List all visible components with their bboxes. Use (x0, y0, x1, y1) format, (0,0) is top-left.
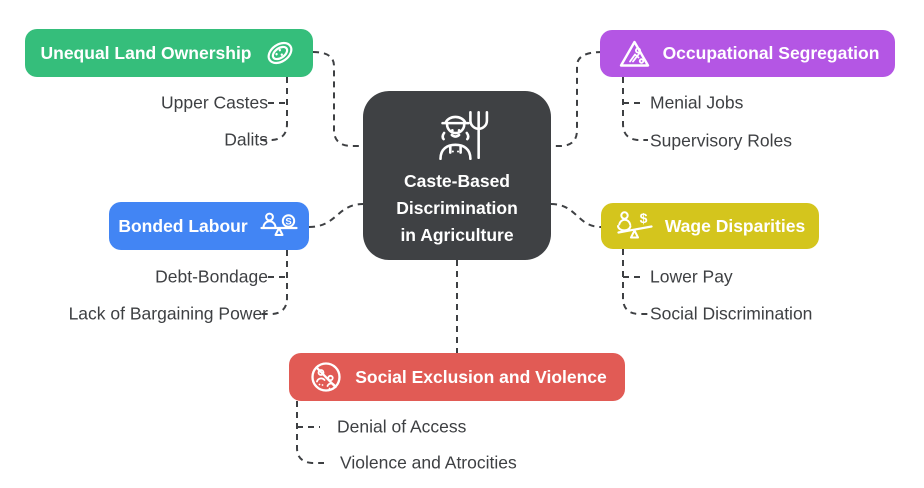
subnode-denial-of-access[interactable]: Denial of Access (337, 416, 467, 437)
connector-occupational-trunk (622, 77, 648, 141)
subnode-debt-bondage[interactable]: Debt-Bondage (155, 266, 268, 287)
subnode-upper-castes[interactable]: Upper Castes (161, 92, 268, 113)
node-occupational-segregation[interactable]: Occupational Segregation (600, 30, 895, 77)
node-label: Social Exclusion and Violence (355, 366, 607, 387)
connector-center-to-occupational (551, 51, 603, 147)
connector-social-exclusion-trunk (296, 401, 324, 464)
connector-wage-trunk (622, 249, 648, 315)
node-unequal-land-ownership[interactable]: Unequal Land Ownership (25, 29, 313, 77)
node-social-exclusion-violence[interactable]: Social Exclusion and Violence (289, 353, 625, 401)
node-label: Unequal Land Ownership (40, 42, 252, 63)
subnode-lack-of-bargaining-power[interactable]: Lack of Bargaining Power (68, 303, 268, 324)
subnode-menial-jobs[interactable]: Menial Jobs (650, 92, 744, 113)
node-caste-discrimination-center[interactable]: Caste-Based Discrimination in Agricultur… (363, 91, 551, 260)
wage-scale-icon: $ (616, 210, 653, 239)
node-label: Occupational Segregation (662, 43, 880, 63)
subnode-violence-and-atrocities[interactable]: Violence and Atrocities (340, 452, 517, 473)
center-node-title: Caste-Based Discrimination in Agricultur… (396, 171, 518, 245)
node-wage-disparities[interactable]: $ Wage Disparities (601, 203, 819, 249)
connector-center-to-wage (550, 203, 602, 228)
connector-center-to-unequal-land (312, 51, 363, 147)
connector-unequal-land-trunk (256, 77, 288, 141)
node-label: Wage Disparities (664, 215, 806, 236)
subnode-dalits[interactable]: Dalits (224, 129, 268, 150)
svg-text:$: $ (639, 210, 647, 226)
excluded-people-icon (311, 362, 341, 392)
construction-sign-icon (619, 40, 649, 67)
node-bonded-labour[interactable]: Bonded Labour S (109, 202, 309, 250)
subnode-lower-pay[interactable]: Lower Pay (650, 266, 733, 287)
svg-text:S: S (285, 217, 291, 228)
subnode-social-discrimination[interactable]: Social Discrimination (650, 303, 813, 324)
farmer-pitchfork-icon (439, 111, 489, 161)
subnode-supervisory-roles[interactable]: Supervisory Roles (650, 130, 792, 151)
person-money-balance-icon: S (260, 212, 298, 236)
connector-center-to-bonded-labour (308, 203, 364, 228)
connector-bonded-labour-trunk (257, 250, 288, 315)
land-plot-icon (267, 41, 292, 65)
node-label: Bonded Labour (118, 215, 248, 236)
